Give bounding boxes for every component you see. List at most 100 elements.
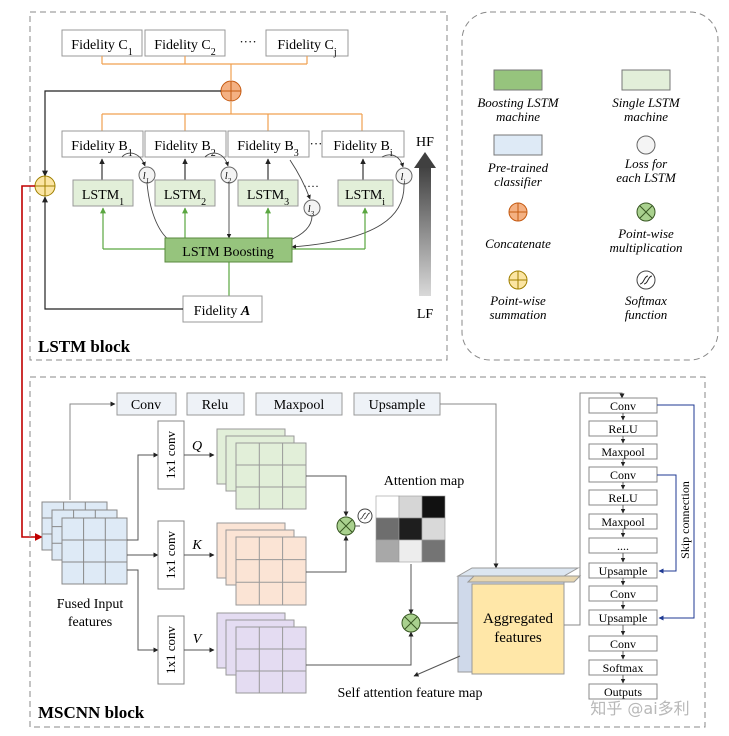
boosting-to-lstm-lines (100, 207, 368, 296)
legend-boosting-line2: machine (496, 109, 540, 124)
legend-softmax-line1: Softmax (625, 293, 667, 308)
legend-concat-label: Concatenate (485, 236, 551, 251)
fidelity-c1-label: Fidelity C1 (71, 38, 132, 58)
fidelity-a-to-sum-line (42, 196, 183, 310)
fidelity-a-box (182, 295, 263, 323)
legend-softmax-line2: function (625, 307, 668, 322)
attention-map-grid (375, 495, 446, 563)
legend-frame (461, 11, 719, 361)
fidelity-b-ellipsis: ··· (310, 136, 323, 151)
skip-connection-label: Skip connection (678, 481, 692, 559)
legend-softmax-icon (636, 270, 656, 290)
fidelity-b-row: Fidelity B1 Fidelity B2 Fidelity B3 ··· … (61, 130, 405, 159)
svg-text:l2: l2 (225, 171, 232, 185)
legend-single-line2: machine (624, 109, 668, 124)
softmax-circle (357, 508, 373, 524)
concat-to-sum-line (42, 90, 221, 177)
stack-layer-label: ReLU (608, 422, 638, 436)
legend-classifier-line1: Pre-trained (487, 160, 549, 175)
attention-cell (421, 539, 446, 563)
mult-circle-qk (336, 516, 356, 536)
op-conv-label: Conv (131, 398, 161, 413)
op-row: Conv Relu Maxpool Upsample (116, 392, 441, 416)
cnn-layer-stack: ConvReLUMaxpoolConvReLUMaxpool....Upsamp… (588, 397, 658, 700)
loss-circles: l1 l2 l3 li (138, 166, 413, 218)
fidelity-c-ellipsis: ···· (239, 34, 256, 49)
hf-label: HF (416, 135, 434, 150)
k-label: K (191, 538, 202, 553)
aggregated-to-stack-line (564, 392, 625, 626)
stack-layer-label: Upsample (599, 564, 648, 578)
lstm-3-label: LSTM3 (247, 188, 289, 208)
legend-classifier-line2: classifier (494, 174, 543, 189)
aggregated-line2: features (494, 630, 542, 646)
conv1x1-k: 1x1 conv (157, 520, 185, 590)
attention-cell (421, 495, 446, 519)
op-maxpool-label: Maxpool (274, 398, 325, 413)
attention-cell (375, 539, 400, 563)
lstm-1-label: LSTM1 (82, 188, 124, 208)
legend-loss-swatch (636, 135, 656, 155)
svg-text:l1: l1 (143, 171, 149, 185)
attention-cell (398, 495, 423, 519)
legend-boosting-line1: Boosting LSTM (477, 95, 559, 110)
legend-multiply-line1: Point-wise (617, 226, 674, 241)
aggregated-features-box (456, 567, 582, 675)
lstm-boosting-box (164, 237, 293, 263)
op-relu-box (186, 392, 245, 416)
svg-text:1x1 conv: 1x1 conv (163, 430, 178, 479)
legend-classifier-swatch (493, 134, 543, 156)
mscnn-block-label: MSCNN block (38, 703, 145, 722)
lstm-to-b-arrows (99, 158, 366, 180)
hf-lf-arrow (414, 152, 436, 296)
fidelity-cj-box (265, 29, 349, 57)
stack-layer-label: Maxpool (601, 515, 645, 529)
v-feature-stack (216, 612, 307, 694)
fidelity-c2-label: Fidelity C2 (154, 38, 215, 58)
stack-layer-label: Conv (610, 399, 636, 413)
stack-layer-label: Conv (610, 468, 636, 482)
legend-single-line1: Single LSTM (612, 95, 681, 110)
fidelity-c2-box (144, 29, 226, 57)
stack-layer-label: Outputs (604, 685, 642, 699)
lstm-boosting-label: LSTM Boosting (182, 245, 273, 260)
fidelity-bi-label: Fidelity Bi (333, 139, 392, 159)
self-attention-label: Self attention feature map (338, 686, 483, 701)
op-conv-box (116, 392, 177, 416)
lstm-i-box (337, 179, 394, 207)
stack-layer-label: Upsample (599, 611, 648, 625)
k-feature-stack (216, 522, 307, 606)
legend-boosting-swatch (493, 69, 543, 91)
upsample-to-aggregated-line (440, 403, 499, 569)
q-feature-stack (216, 428, 307, 510)
legend-sum-line2: summation (489, 307, 546, 322)
legend-multiply-icon (636, 202, 656, 222)
stack-layer-label: Softmax (603, 661, 644, 675)
svg-text:1x1 conv: 1x1 conv (163, 530, 178, 579)
q-label: Q (192, 439, 202, 454)
lstm-row: LSTM1 LSTM2 LSTM3 ···· LSTMi (72, 179, 394, 208)
stack-layer-label: Maxpool (601, 445, 645, 459)
stack-layer-label: Conv (610, 637, 636, 651)
sum-to-mscnn-red-arrow (21, 185, 43, 541)
op-maxpool-box (255, 392, 343, 416)
stack-layer-box (588, 683, 658, 700)
op-upsample-label: Upsample (369, 398, 426, 413)
fidelity-b3-box (227, 130, 310, 158)
attention-cell (421, 517, 446, 541)
skip-connection-lines (657, 404, 695, 621)
legend-loss-line2: each LSTM (616, 170, 677, 185)
watermark: 知乎 @ai多利 (590, 699, 689, 718)
c-to-concat-lines (101, 56, 363, 131)
mscnn-block-frame (29, 376, 706, 728)
fidelity-b3-label: Fidelity B3 (237, 139, 298, 159)
conv-to-qkv-arrows (184, 452, 215, 653)
legend-concat-icon (508, 202, 528, 222)
legend-sum-icon (508, 270, 528, 290)
attention-map-label: Attention map (384, 474, 465, 489)
conv1x1-v: 1x1 conv (157, 615, 185, 685)
lstm-ellipsis: ···· (303, 179, 319, 193)
v-and-attn-to-mult-lines (306, 564, 471, 666)
lstm-2-label: LSTM2 (164, 188, 206, 208)
svg-text:l3: l3 (308, 204, 315, 218)
